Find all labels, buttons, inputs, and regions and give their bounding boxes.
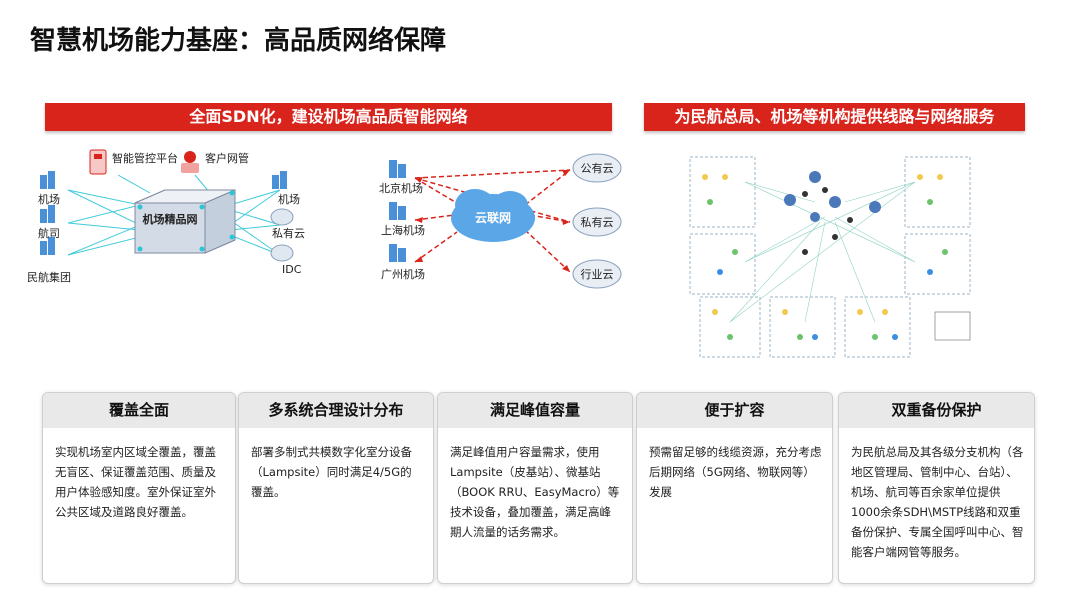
- airport-0: 北京机场: [379, 181, 423, 195]
- right-node-2: IDC: [282, 263, 302, 276]
- cloud-0: 公有云: [581, 161, 614, 175]
- airline-building-icon: [40, 205, 55, 223]
- customer-nms-icon: [181, 151, 199, 173]
- left-node-2: 民航集团: [27, 270, 71, 284]
- beijing-airport-icon: [389, 160, 406, 178]
- card-peak-capacity: 满足峰值容量 满足峰值用户容量需求，使用Lampsite（皮基站）、微基站（BO…: [437, 392, 633, 584]
- industry-cloud-icon: [572, 259, 622, 289]
- cloud-network-label: 云联网: [475, 211, 511, 225]
- banner-services: 为民航总局、机场等机构提供线路与网络服务: [644, 103, 1025, 131]
- banner-sdn: 全面SDN化，建设机场高品质智能网络: [45, 103, 612, 131]
- top-label-1: 客户网管: [205, 151, 249, 165]
- group-building-icon: [40, 237, 55, 255]
- airport-2: 广州机场: [381, 267, 425, 281]
- private-cloud-icon: [270, 208, 294, 226]
- card-title: 多系统合理设计分布: [239, 393, 433, 428]
- idc-cloud-icon: [270, 244, 294, 262]
- card-body: 预需留足够的线缆资源，充分考虑后期网络（5G网络、物联网等）发展: [649, 445, 822, 499]
- cloud-interconnect-diagram: 云联网 北京机场 上海机场 广州机场 公有云 私有云 行业云: [379, 153, 622, 289]
- cloud-network-icon: [451, 189, 535, 242]
- cloud-1: 私有云: [581, 215, 614, 229]
- sdn-network-diagram: 智能管控平台 客户网管 机场精品网 机场 航司 民航集团 机场 私有云 IDC: [27, 149, 305, 284]
- card-title: 覆盖全面: [43, 393, 235, 428]
- card-body: 满足峰值用户容量需求，使用Lampsite（皮基站）、微基站（BOOK RRU、…: [450, 445, 620, 539]
- airport-1: 上海机场: [381, 223, 425, 237]
- card-coverage: 覆盖全面 实现机场室内区域全覆盖，覆盖无盲区、保证覆盖范围、质量及用户体验感知度…: [42, 392, 236, 584]
- national-network-topology: [689, 156, 971, 358]
- guangzhou-airport-icon: [389, 244, 406, 262]
- right-node-0: 机场: [278, 192, 300, 206]
- card-title: 双重备份保护: [839, 393, 1034, 428]
- right-node-1: 私有云: [272, 226, 305, 240]
- left-node-0: 机场: [38, 192, 60, 206]
- page-title: 智慧机场能力基座：高品质网络保障: [30, 26, 447, 56]
- private-cloud-icon-2: [572, 207, 622, 237]
- airport-building-icon: [40, 171, 55, 189]
- card-expansion: 便于扩容 预需留足够的线缆资源，充分考虑后期网络（5G网络、物联网等）发展: [636, 392, 833, 584]
- network-center-label: 机场精品网: [143, 212, 198, 226]
- card-dual-backup: 双重备份保护 为民航总局及其各级分支机构（各地区管理局、管制中心、台站）、机场、…: [838, 392, 1035, 584]
- control-platform-icon: [89, 149, 107, 175]
- top-label-0: 智能管控平台: [112, 151, 178, 165]
- shanghai-airport-icon: [389, 202, 406, 220]
- card-body: 实现机场室内区域全覆盖，覆盖无盲区、保证覆盖范围、质量及用户体验感知度。室外保证…: [55, 445, 216, 519]
- card-title: 便于扩容: [637, 393, 832, 428]
- card-body: 部署多制式共模数字化室分设备（Lampsite）同时满足4/5G的覆盖。: [251, 445, 412, 499]
- cloud-2: 行业云: [581, 268, 614, 281]
- premium-network-cube: [134, 189, 236, 254]
- card-title: 满足峰值容量: [438, 393, 632, 428]
- left-node-1: 航司: [38, 226, 60, 240]
- right-airport-icon: [272, 171, 287, 189]
- card-body: 为民航总局及其各级分支机构（各地区管理局、管制中心、台站）、机场、航司等百余家单…: [851, 445, 1024, 559]
- card-multi-system: 多系统合理设计分布 部署多制式共模数字化室分设备（Lampsite）同时满足4/…: [238, 392, 434, 584]
- public-cloud-icon: [572, 153, 622, 183]
